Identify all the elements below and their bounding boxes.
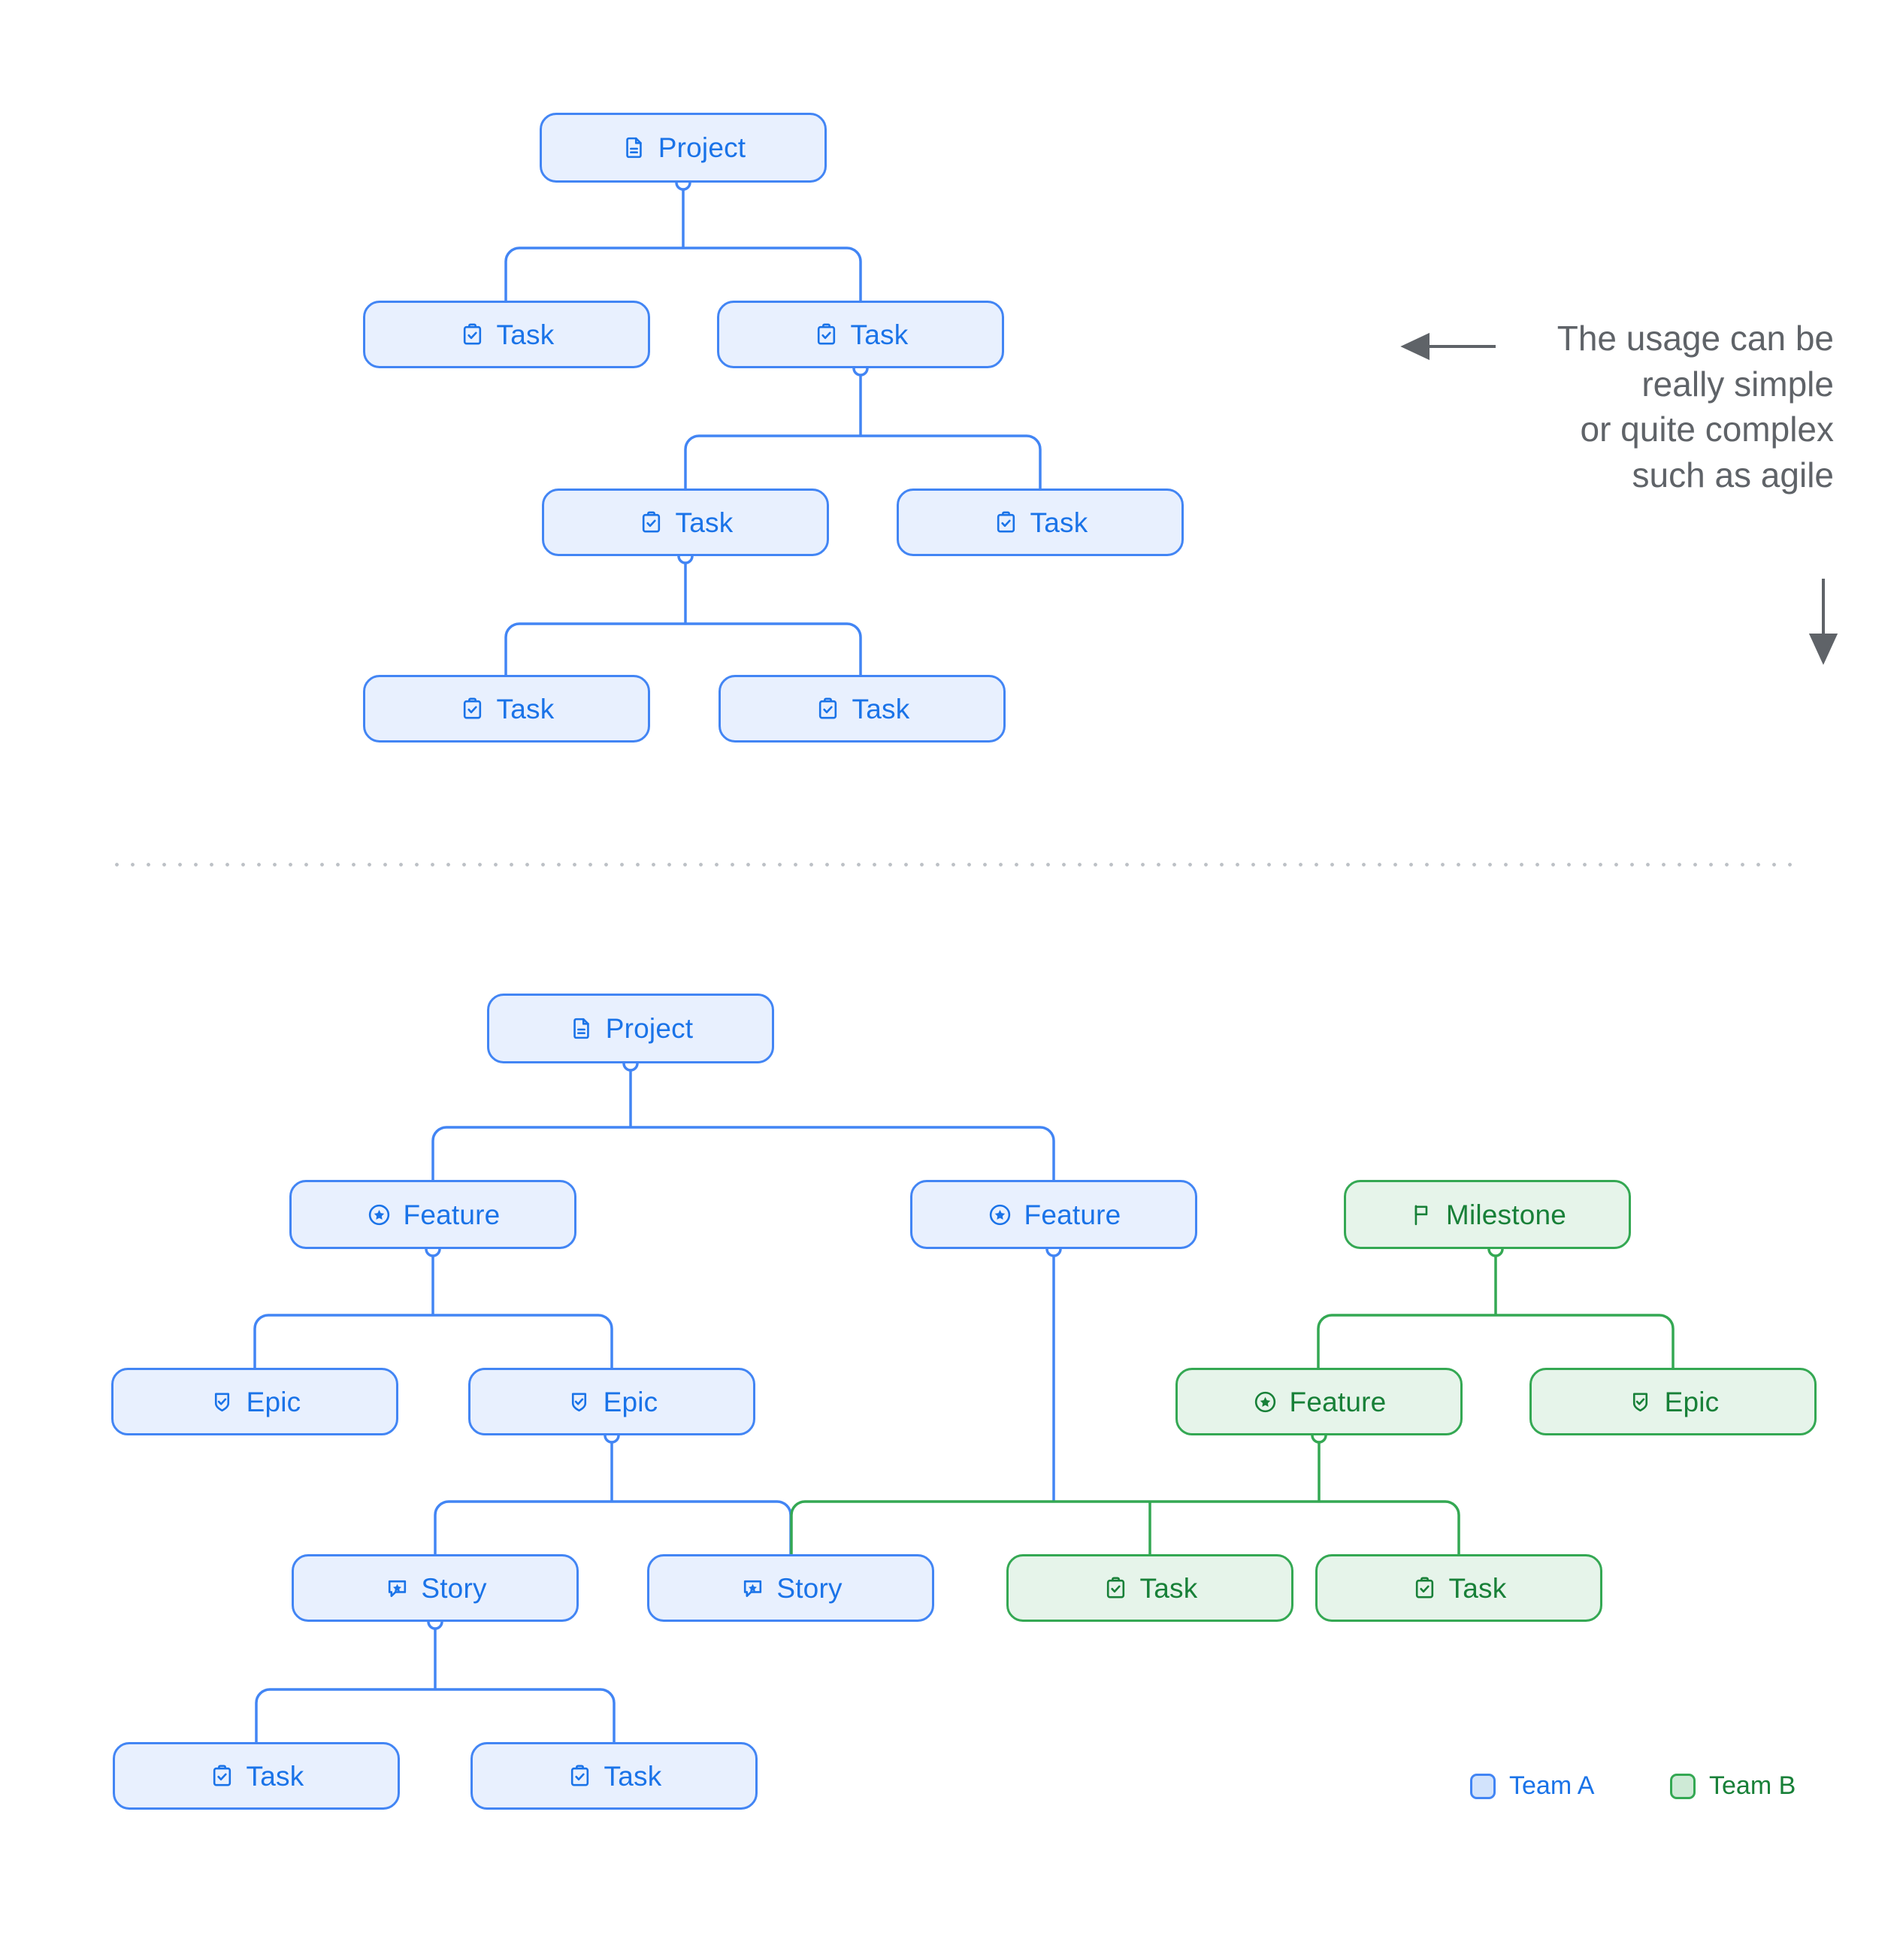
- node-label: Story: [421, 1572, 487, 1604]
- star-circle-icon: [1252, 1388, 1279, 1415]
- node-feature-3[interactable]: Feature: [1175, 1368, 1463, 1435]
- shield-check-icon: [1627, 1388, 1654, 1415]
- node-label: Task: [246, 1760, 304, 1792]
- node-label: Project: [605, 1013, 694, 1044]
- node-project-2[interactable]: Project: [487, 994, 774, 1063]
- node-feature-2[interactable]: Feature: [910, 1180, 1197, 1249]
- flag-icon: [1408, 1201, 1436, 1228]
- node-story-1[interactable]: Story: [292, 1554, 579, 1622]
- annotation-line-3: or quite complex: [1580, 410, 1835, 449]
- annotation-line-1: The usage can be: [1557, 319, 1834, 358]
- node-label: Story: [776, 1572, 843, 1604]
- clipboard-check-icon: [993, 509, 1020, 536]
- square-blue-icon: [1470, 1773, 1496, 1799]
- node-project[interactable]: Project: [540, 113, 827, 183]
- node-label: Task: [1030, 507, 1088, 538]
- comment-star-icon: [739, 1574, 766, 1602]
- node-task-1[interactable]: Task: [363, 301, 650, 368]
- clipboard-check-icon: [813, 321, 840, 348]
- node-task-2[interactable]: Task: [717, 301, 1004, 368]
- document-icon: [621, 135, 648, 162]
- legend-item-team-b[interactable]: Team B: [1670, 1771, 1796, 1801]
- node-label: Task: [852, 693, 910, 724]
- legend-item-team-a[interactable]: Team A: [1470, 1771, 1594, 1801]
- node-label: Task: [1139, 1572, 1198, 1604]
- node-task-6[interactable]: Task: [719, 675, 1006, 743]
- annotation-line-4: such as agile: [1632, 455, 1835, 495]
- node-label: Task: [850, 319, 909, 350]
- node-label: Task: [675, 507, 734, 538]
- clipboard-check-icon: [459, 695, 486, 722]
- node-task-b3[interactable]: Task: [113, 1742, 400, 1810]
- node-label: Task: [496, 693, 555, 724]
- node-task-4[interactable]: Task: [897, 488, 1184, 556]
- node-label: Feature: [403, 1199, 501, 1230]
- node-epic-2[interactable]: Epic: [468, 1368, 755, 1435]
- node-label: Epic: [603, 1386, 658, 1417]
- annotation-text: The usage can be really simple or quite …: [1473, 316, 1834, 498]
- annotation-line-2: really simple: [1641, 364, 1834, 404]
- clipboard-check-icon: [567, 1762, 594, 1789]
- square-green-icon: [1670, 1773, 1696, 1799]
- clipboard-check-icon: [1411, 1574, 1439, 1602]
- clipboard-check-icon: [209, 1762, 236, 1789]
- shield-check-icon: [566, 1388, 593, 1415]
- node-label: Project: [658, 132, 746, 163]
- node-epic-1[interactable]: Epic: [111, 1368, 398, 1435]
- node-task-b1[interactable]: Task: [1006, 1554, 1293, 1622]
- clipboard-check-icon: [459, 321, 486, 348]
- node-label: Milestone: [1445, 1199, 1567, 1230]
- clipboard-check-icon: [815, 695, 842, 722]
- legend-label: Team B: [1709, 1771, 1796, 1800]
- section-divider: [109, 863, 1800, 867]
- node-story-2[interactable]: Story: [647, 1554, 934, 1622]
- node-label: Epic: [246, 1386, 301, 1417]
- clipboard-check-icon: [1103, 1574, 1130, 1602]
- star-circle-icon: [987, 1201, 1014, 1228]
- shield-check-icon: [209, 1388, 236, 1415]
- document-icon: [568, 1015, 595, 1042]
- node-task-5[interactable]: Task: [363, 675, 650, 743]
- clipboard-check-icon: [638, 509, 665, 536]
- node-feature-1[interactable]: Feature: [289, 1180, 576, 1249]
- star-circle-icon: [366, 1201, 393, 1228]
- node-milestone[interactable]: Milestone: [1344, 1180, 1631, 1249]
- comment-star-icon: [383, 1574, 410, 1602]
- node-task-b2[interactable]: Task: [1315, 1554, 1602, 1622]
- node-label: Task: [496, 319, 555, 350]
- node-epic-3[interactable]: Epic: [1529, 1368, 1817, 1435]
- node-task-b4[interactable]: Task: [470, 1742, 758, 1810]
- node-label: Feature: [1024, 1199, 1121, 1230]
- node-task-3[interactable]: Task: [542, 488, 829, 556]
- node-label: Task: [1448, 1572, 1507, 1604]
- node-label: Task: [604, 1760, 662, 1792]
- node-label: Feature: [1289, 1386, 1387, 1417]
- legend-label: Team A: [1509, 1771, 1595, 1800]
- node-label: Epic: [1664, 1386, 1720, 1417]
